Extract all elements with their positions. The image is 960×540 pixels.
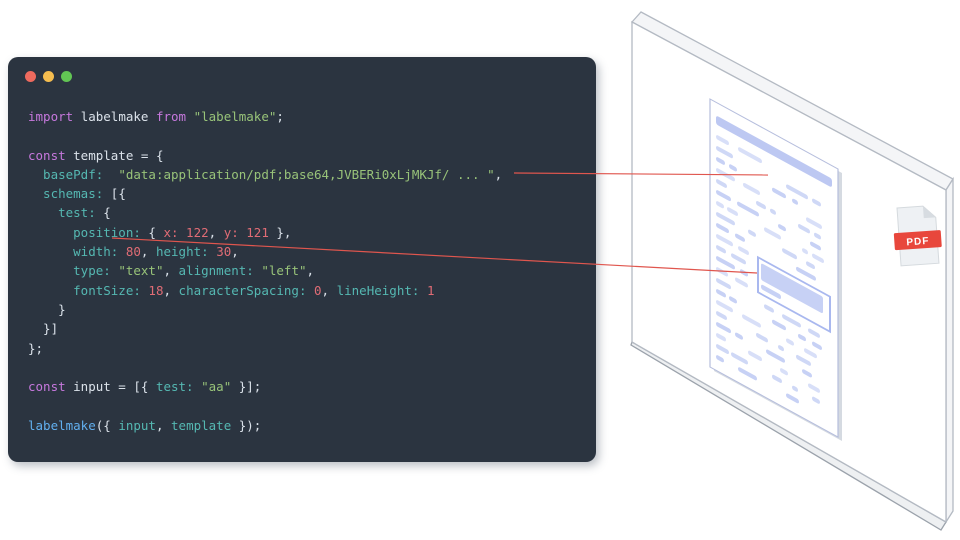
panel-right-edge <box>945 176 954 525</box>
code-line: width: 80, height: 30, <box>28 244 239 260</box>
document-page <box>709 98 839 438</box>
code-line: labelmake({ input, template }); <box>28 417 262 433</box>
code-line: import labelmake from "labelmake"; <box>28 109 284 124</box>
code-line: basePdf: "data:application/pdf;base64,JV… <box>28 166 503 182</box>
code-line: fontSize: 18, characterSpacing: 0, lineH… <box>28 282 435 298</box>
code-line: position: { x: 122, y: 121 }, <box>28 224 292 240</box>
doc-header-bar <box>716 116 832 187</box>
code-line: schemas: [{ <box>28 186 126 202</box>
code-line: type: "text", alignment: "left", <box>28 263 315 279</box>
zoom-button[interactable] <box>61 71 72 82</box>
code-line: }; <box>28 340 44 356</box>
minimize-button[interactable] <box>43 71 54 82</box>
code-line: }] <box>28 321 59 337</box>
pdf-banner <box>893 230 942 251</box>
pdf-label: PDF <box>906 236 930 249</box>
pdf-file-fold <box>922 206 936 219</box>
window-controls <box>25 71 72 82</box>
code-line: } <box>28 301 66 317</box>
close-button[interactable] <box>25 71 36 82</box>
code-line: const input = [{ test: "aa" }]; <box>28 379 262 395</box>
code-line <box>28 396 588 415</box>
code-line: const template = { <box>28 147 164 163</box>
code-line <box>28 358 588 377</box>
code-line: test: { <box>28 205 111 221</box>
code-block: import labelmake from "labelmake"; const… <box>28 107 588 435</box>
code-line <box>28 126 588 145</box>
pdf-file-icon: PDF <box>893 205 942 267</box>
text-field-box <box>757 255 831 334</box>
code-editor-window: import labelmake from "labelmake"; const… <box>8 57 596 462</box>
